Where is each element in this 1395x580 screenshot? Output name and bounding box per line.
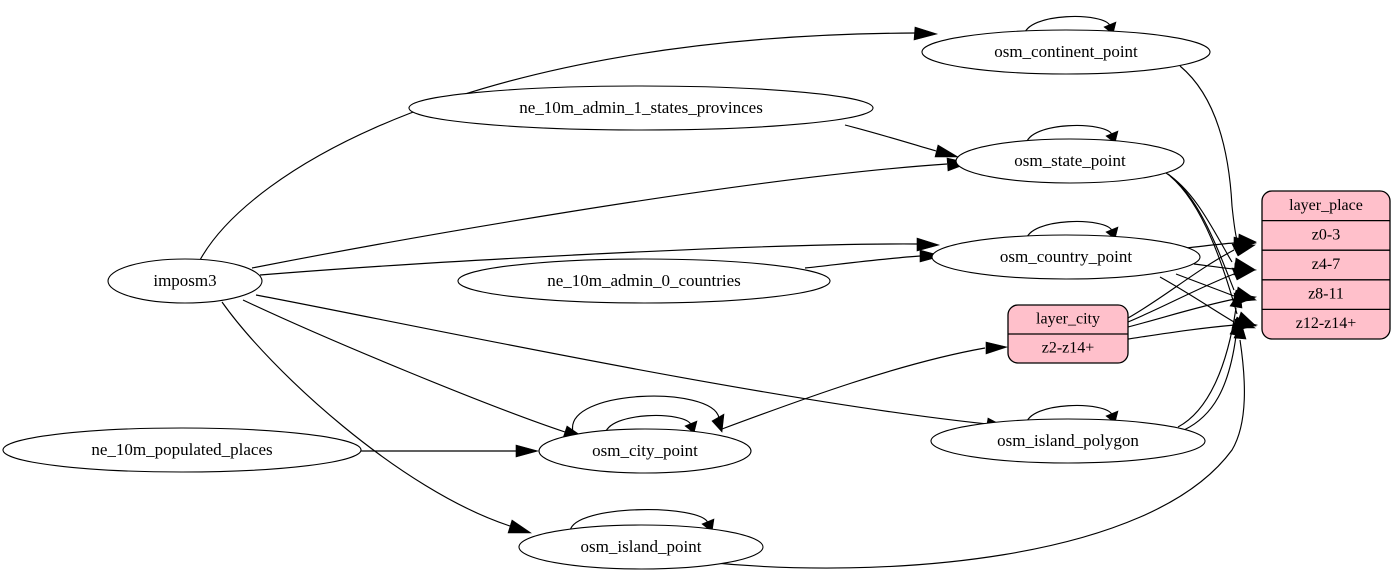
record-node-layer_place[interactable]: layer_place z0-3 z4-7 z8-11 z12-z14+ (1261, 190, 1391, 340)
edge-imposm3-to-osm_island_point (221, 301, 511, 527)
node-label: ne_10m_admin_1_states_provinces (519, 98, 763, 117)
record-body (1261, 190, 1391, 340)
arrowhead-icon (1231, 267, 1257, 281)
edge-ne_admin_1-to-osm_state_point (844, 124, 937, 152)
node-label: osm_state_point (1014, 151, 1126, 170)
node-label: ne_10m_admin_0_countries (547, 271, 741, 290)
arrowhead-icon (515, 444, 540, 458)
arrowhead-icon (919, 249, 944, 263)
arrowhead-icon (1231, 243, 1256, 257)
edge-imposm3-to-osm_island_polygon (255, 294, 988, 425)
node-label: imposm3 (153, 271, 216, 290)
selfloop-osm_city_point-inner (604, 414, 692, 436)
record-row-z12-z14[interactable]: z12-z14+ (1296, 315, 1357, 332)
node-ne_10m_populated_places[interactable]: ne_10m_populated_places (2, 427, 362, 473)
selfloop-osm_country_point (1025, 220, 1113, 242)
edge-layer_city-to-layer_place-z12 (1127, 324, 1236, 340)
node-imposm3[interactable]: imposm3 (107, 258, 263, 304)
node-layer: imposm3 ne_10m_admin_1_states_provinces … (2, 29, 1391, 570)
edge-layer_city-to-layer_place-z8-11 (1127, 298, 1236, 328)
node-label: osm_island_point (581, 537, 702, 556)
record-row-z0-3[interactable]: z0-3 (1312, 227, 1340, 244)
record-row-z4-7[interactable]: z4-7 (1312, 256, 1340, 273)
arrowhead-icon (1233, 292, 1258, 306)
record-row-layer_city-header: layer_city (1036, 311, 1100, 328)
node-label: osm_country_point (1000, 247, 1132, 266)
node-osm_island_polygon[interactable]: osm_island_polygon (930, 418, 1206, 464)
edge-osm_island_polygon-to-layer_place-z8-11 (1177, 307, 1237, 428)
edge-osm_island_point-to-layer_place-z12 (704, 339, 1245, 569)
arrowhead-icon (985, 341, 1009, 355)
arrowhead-icon (913, 26, 939, 41)
node-osm_island_point[interactable]: osm_island_point (518, 524, 764, 570)
node-label: osm_city_point (592, 441, 698, 460)
edge-osm_state_point-to-layer_place-z12 (1169, 175, 1238, 315)
arrowhead-icon (711, 413, 725, 433)
node-osm_country_point[interactable]: osm_country_point (931, 234, 1201, 280)
arrowhead-icon (934, 144, 960, 158)
record-row-z8-11[interactable]: z8-11 (1308, 286, 1344, 303)
edge-ne_admin_0-to-osm_country_point (804, 255, 921, 269)
selfloop-osm_city_point-outer (572, 395, 720, 433)
arrowhead-icon (507, 519, 532, 534)
selfloop-osm_island_point (569, 509, 709, 532)
node-osm_continent_point[interactable]: osm_continent_point (921, 29, 1211, 75)
edge-osm_island_polygon-to-layer_place-z12 (1183, 335, 1237, 431)
arrowhead-icon (1105, 130, 1119, 144)
selfloop-osm_island_polygon (1025, 404, 1113, 426)
edge-osm_country_point-to-layer_place-z4-7 (1193, 263, 1235, 270)
edge-imposm3-to-osm_country_point (259, 243, 918, 276)
selfloop-osm_state_point (1025, 124, 1113, 146)
record-row-layer_place-header: layer_place (1289, 197, 1363, 214)
edge-layer_city-to-layer_place-z4-7 (1127, 273, 1235, 323)
edge-imposm3-to-osm_city_point (242, 299, 566, 433)
edge-imposm3-to-osm_state_point (251, 163, 948, 269)
edge-layer_city-to-layer_place-z0-3 (1127, 249, 1235, 319)
edge-osm_country_point-to-layer_place-z12 (1159, 276, 1235, 323)
record-row-z2-z14[interactable]: z2-z14+ (1042, 340, 1095, 357)
node-ne_10m_admin_0_countries[interactable]: ne_10m_admin_0_countries (457, 258, 831, 304)
node-ne_10m_admin_1_states_provinces[interactable]: ne_10m_admin_1_states_provinces (408, 85, 874, 131)
node-osm_city_point[interactable]: osm_city_point (538, 428, 752, 474)
arrowhead-icon (1234, 318, 1259, 332)
record-node-layer_city[interactable]: layer_city z2-z14+ (1007, 304, 1129, 364)
edge-osm_country_point-to-layer_place-z0-3 (1185, 242, 1235, 249)
node-osm_state_point[interactable]: osm_state_point (955, 138, 1185, 184)
node-label: osm_island_polygon (997, 431, 1139, 450)
arrowhead-icon (684, 420, 698, 434)
edge-imposm3-to-osm_continent_point (199, 32, 916, 261)
selfloop-osm_continent_point (1023, 15, 1111, 37)
node-label: osm_continent_point (994, 42, 1138, 61)
edge-osm_continent_point-to-layer_place-z0-3 (1179, 65, 1238, 241)
edge-osm_city_point-to-layer_city-z2-z14 (721, 347, 986, 430)
arrowhead-icon (916, 237, 941, 252)
node-label: ne_10m_populated_places (91, 440, 272, 459)
